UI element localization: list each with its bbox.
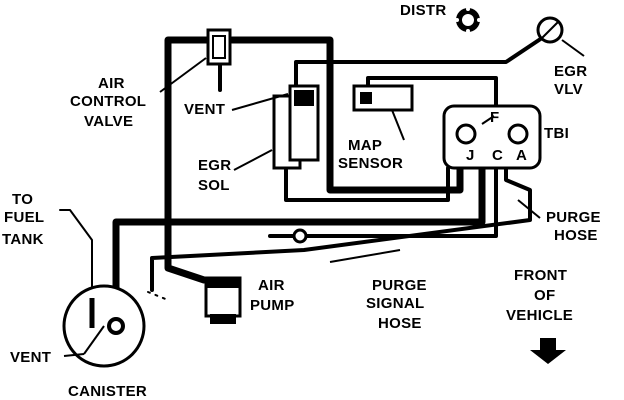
hose-top-loop xyxy=(164,36,212,210)
label-purge-hose-1: PURGE xyxy=(546,209,601,226)
label-egr-sol-1: EGR xyxy=(198,157,231,174)
label-port-c: C xyxy=(492,147,503,164)
label-air-control-2: CONTROL xyxy=(70,93,146,110)
canister xyxy=(62,284,146,368)
label-air-control-3: VALVE xyxy=(84,113,133,130)
label-purge-signal-3: HOSE xyxy=(378,315,422,332)
distributor xyxy=(455,7,481,33)
air-control-valve xyxy=(159,28,232,93)
label-vent-top: VENT xyxy=(184,101,225,118)
tbi-unit xyxy=(442,104,542,170)
hose-fuel-tank xyxy=(59,209,93,301)
label-front-2: OF xyxy=(534,287,555,304)
label-distr: DISTR xyxy=(400,2,447,19)
label-purge-signal-1: PURGE xyxy=(372,277,427,294)
label-vent-bottom: VENT xyxy=(10,349,51,366)
label-map-2: SENSOR xyxy=(338,155,403,172)
label-egr-vlv-2: VLV xyxy=(554,81,583,98)
egr-valve xyxy=(536,16,585,57)
label-egr-sol-2: SOL xyxy=(198,177,230,194)
label-port-f: F xyxy=(490,109,499,126)
label-air-control-1: AIR xyxy=(98,75,125,92)
label-tbi: TBI xyxy=(544,125,569,142)
label-purge-signal-2: SIGNAL xyxy=(366,295,424,312)
leader-lines xyxy=(329,199,541,263)
front-arrow-icon xyxy=(530,338,566,364)
label-purge-hose-2: HOSE xyxy=(554,227,598,244)
label-to-fuel-3: TANK xyxy=(2,231,44,248)
hose-purge-main xyxy=(112,164,486,316)
label-air-pump-2: PUMP xyxy=(250,297,295,314)
label-egr-vlv-1: EGR xyxy=(554,63,587,80)
label-to-fuel-2: FUEL xyxy=(4,209,44,226)
labels: DISTR EGR VLV AIR CONTROL VALVE VENT EGR… xyxy=(2,2,601,400)
map-sensor xyxy=(352,84,414,141)
air-pump xyxy=(204,276,242,324)
label-port-a: A xyxy=(516,147,527,164)
hose-top-run xyxy=(228,36,464,194)
label-front-1: FRONT xyxy=(514,267,567,284)
label-canister: CANISTER xyxy=(68,383,147,400)
label-air-pump-1: AIR xyxy=(258,277,285,294)
hose-routing xyxy=(59,32,550,316)
hose-purge-signal xyxy=(150,166,532,292)
hose-purge-second xyxy=(268,166,498,238)
egr-solenoid xyxy=(231,84,320,171)
hose-air-pump xyxy=(164,202,208,284)
label-to-fuel-1: TO xyxy=(12,191,33,208)
hose-canister-vent xyxy=(147,291,169,301)
hose-egr-sol-to-tbi xyxy=(284,166,450,202)
label-front-3: VEHICLE xyxy=(506,307,573,324)
tbi-icon xyxy=(442,104,542,170)
label-port-j: J xyxy=(466,147,475,164)
hose-map-to-tbi xyxy=(366,76,498,108)
label-map-1: MAP xyxy=(348,137,382,154)
inline-check-valve xyxy=(292,228,308,244)
